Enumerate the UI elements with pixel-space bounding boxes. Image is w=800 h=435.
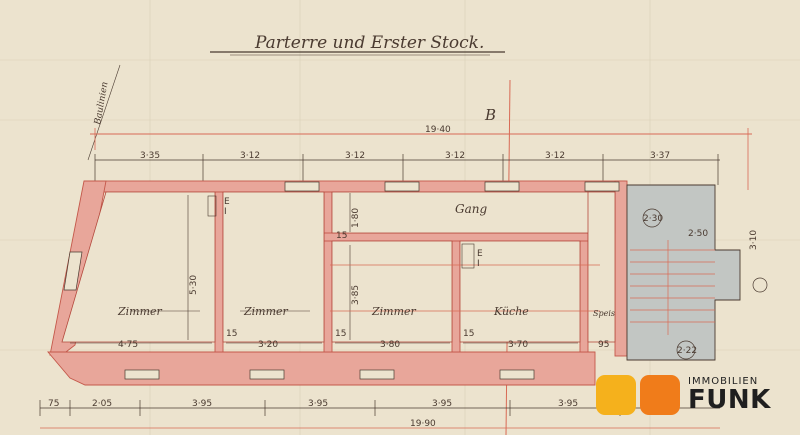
chimney-marks: E I E I — [207, 195, 483, 269]
bottom-overall-label: 19·90 — [410, 419, 436, 429]
top-overall-dimension: 19·40 — [90, 125, 752, 190]
bottom-dim-3: 3·95 — [192, 399, 212, 409]
top-dim-1: 3·35 — [140, 151, 160, 161]
stair-mark-3: 2·50 — [688, 229, 708, 239]
bottom-dim-6: 3·95 — [558, 399, 578, 409]
inner-dim-gang: 1·80 — [351, 208, 361, 228]
bottom-dim-5: 3·95 — [432, 399, 452, 409]
bottom-dim-4: 3·95 — [308, 399, 328, 409]
top-dim-2: 3·12 — [240, 151, 260, 161]
inner-dim-w4: 3·70 — [508, 340, 528, 350]
room-label-kueche: Küche — [493, 305, 529, 318]
room-label-gang: Gang — [455, 202, 487, 216]
inner-dim-w2: 3·20 — [258, 340, 278, 350]
company-logo: IMMOBILIEN FUNK — [596, 370, 800, 420]
top-segment-dimensions: 3·35 3·12 3·12 3·12 3·12 3·37 — [94, 151, 720, 185]
room-label-speis: Speis — [593, 309, 615, 318]
inner-dim-w1: 4·75 — [118, 340, 138, 350]
inner-dim-speis: 95 — [598, 340, 609, 350]
logo-square-orange — [640, 375, 680, 415]
inner-dim-h2: 3·85 — [351, 285, 361, 305]
top-overall-label: 19·40 — [425, 125, 451, 135]
stair-hall: 2·30 2·22 2·50 — [626, 184, 768, 361]
inner-dim-wall-4: 15 — [336, 231, 347, 241]
top-dim-5: 3·12 — [545, 151, 565, 161]
inner-dim-h1: 5·30 — [189, 275, 199, 295]
svg-text:I: I — [477, 259, 480, 269]
svg-text:E: E — [477, 249, 483, 259]
axis-marker: B — [484, 106, 496, 124]
inner-dim-wall-3: 15 — [463, 329, 474, 339]
windows — [63, 181, 620, 380]
inner-dim-wall-1: 15 — [226, 329, 237, 339]
room-label-zimmer-1: Zimmer — [117, 305, 163, 318]
stair-mark-1: 2·30 — [643, 214, 663, 224]
plan-title: Parterre und Erster Stock. — [254, 33, 484, 53]
room-label-zimmer-2: Zimmer — [243, 305, 289, 318]
bottom-dim-1: 75 — [48, 399, 59, 409]
inner-dimension-lines — [70, 193, 578, 344]
top-dim-4: 3·12 — [445, 151, 465, 161]
logo-big-text: FUNK — [688, 385, 771, 415]
bottom-dim-2: 2·05 — [92, 399, 112, 409]
top-dim-3: 3·12 — [345, 151, 365, 161]
logo-text: IMMOBILIEN FUNK — [688, 376, 771, 415]
side-note-line — [87, 64, 121, 161]
inner-dim-right: 3·10 — [749, 230, 759, 250]
top-dim-6: 3·37 — [650, 151, 670, 161]
inner-dim-w3: 3·80 — [380, 340, 400, 350]
room-fills — [61, 191, 616, 343]
stair-mark-2: 2·22 — [677, 346, 697, 356]
svg-text:I: I — [224, 207, 227, 217]
logo-square-yellow — [596, 375, 636, 415]
svg-text:E: E — [224, 197, 230, 207]
inner-dim-wall-2: 15 — [335, 329, 346, 339]
room-label-zimmer-3: Zimmer — [371, 305, 417, 318]
logo-small-text: IMMOBILIEN — [688, 376, 759, 387]
dimension-lines-red — [330, 264, 600, 312]
